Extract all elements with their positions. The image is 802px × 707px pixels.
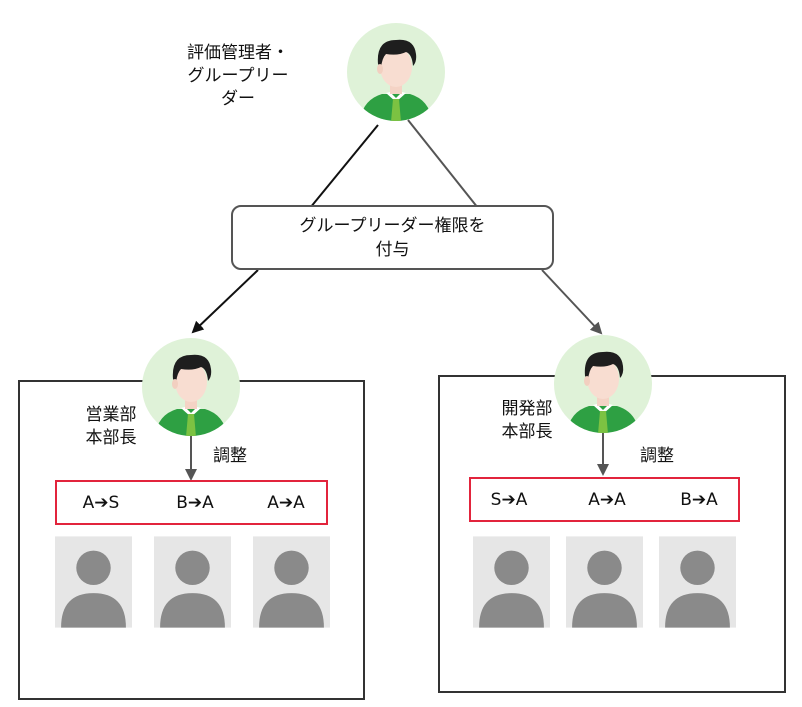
- connector-top-left: [309, 124, 379, 209]
- group-leader-label-line1: 評価管理者・: [187, 43, 289, 63]
- sales-manager-line2: 本部長: [85, 428, 137, 448]
- grade-change: S➔A: [490, 489, 528, 510]
- arrow-to-sales-manager: [191, 269, 259, 334]
- group-leader-avatar: [347, 23, 445, 122]
- arrow-to-dev-manager: [541, 269, 603, 335]
- sales-grade-changes-box: A➔S B➔A A➔A: [55, 480, 328, 525]
- employee-placeholder: [566, 536, 643, 628]
- group-leader-label-line2: グループリー: [187, 66, 289, 86]
- connector-top-right: [407, 119, 479, 209]
- grant-line2: 付与: [375, 239, 410, 260]
- grant-permission-box: グループリーダー権限を 付与: [231, 205, 554, 270]
- group-leader-label: 評価管理者・ グループリー ダー: [168, 42, 308, 111]
- employee-placeholder: [473, 536, 550, 628]
- grade-change: A➔A: [588, 489, 626, 510]
- sales-adjust-label: 調整: [213, 446, 247, 466]
- dev-manager-avatar: [554, 335, 652, 434]
- group-leader-label-line3: ダー: [221, 89, 255, 109]
- dev-manager-line2: 本部長: [501, 422, 553, 442]
- employee-placeholder: [659, 536, 736, 628]
- grant-line1: グループリーダー権限を: [299, 215, 486, 236]
- grade-change: B➔A: [680, 489, 718, 510]
- dev-manager-label: 開発部 本部長: [492, 398, 562, 444]
- employee-placeholder: [154, 536, 231, 628]
- sales-manager-avatar: [142, 338, 240, 437]
- grade-change: A➔S: [82, 492, 120, 513]
- sales-manager-line1: 営業部: [85, 405, 137, 425]
- sales-manager-label: 営業部 本部長: [76, 404, 146, 450]
- dev-manager-line1: 開発部: [501, 399, 553, 419]
- employee-placeholder: [253, 536, 330, 628]
- grade-change: B➔A: [176, 492, 214, 513]
- dev-adjust-label: 調整: [640, 446, 674, 466]
- employee-placeholder: [55, 536, 132, 628]
- grade-change: A➔A: [267, 492, 305, 513]
- dev-grade-changes-box: S➔A A➔A B➔A: [469, 477, 740, 522]
